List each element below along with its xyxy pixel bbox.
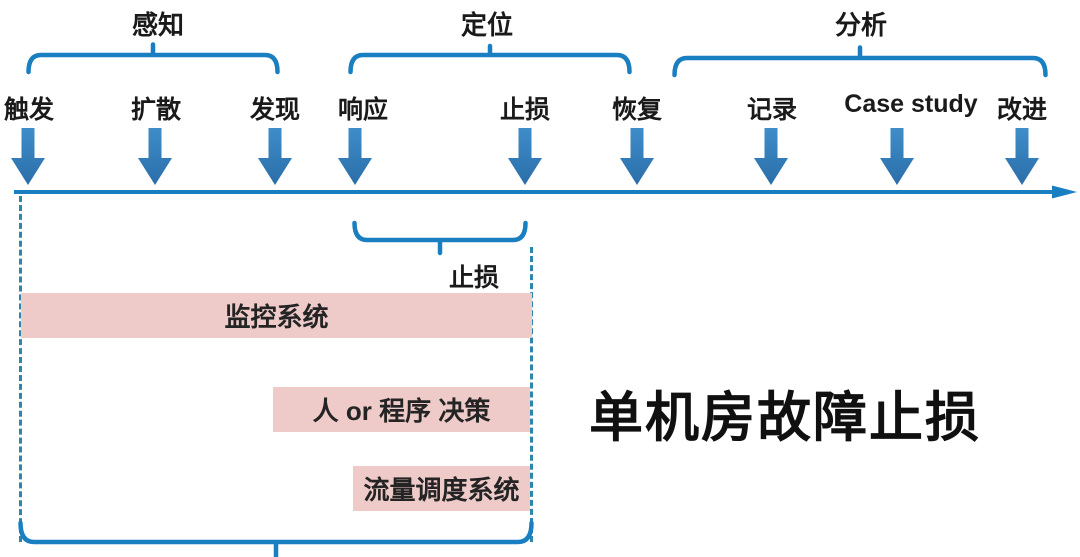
dashed-boundary-right bbox=[530, 247, 533, 542]
stage-label-response: 响应 bbox=[337, 96, 389, 124]
underbrace-bottom-scope bbox=[18, 520, 534, 557]
down-arrow-icon-improve bbox=[1005, 128, 1039, 185]
timeline-axis bbox=[14, 185, 1077, 199]
down-arrow-icon-case-study bbox=[880, 128, 914, 185]
overbrace-analysis bbox=[672, 45, 1048, 78]
down-arrow-icon-stoploss bbox=[508, 128, 542, 185]
bar-human-or-program-decision: 人 or 程序 决策 bbox=[273, 387, 530, 432]
bar-monitoring-system: 监控系统 bbox=[21, 293, 532, 338]
overbrace-localization bbox=[348, 43, 632, 75]
phase-label-analysis: 分析 bbox=[834, 10, 888, 40]
bar-traffic-scheduling-system: 流量调度系统 bbox=[353, 466, 530, 511]
stage-label-case-study: Case study bbox=[844, 90, 978, 118]
stage-label-recovery: 恢复 bbox=[611, 96, 663, 124]
stage-label-record: 记录 bbox=[746, 96, 798, 124]
stage-label-discovery: 发现 bbox=[249, 96, 301, 124]
stage-label-trigger: 触发 bbox=[3, 96, 55, 124]
down-arrow-icon-discovery bbox=[258, 128, 292, 185]
phase-label-localization: 定位 bbox=[460, 10, 514, 40]
dashed-boundary-left bbox=[19, 196, 22, 542]
stage-label-spread: 扩散 bbox=[130, 96, 182, 124]
phase-label-perception: 感知 bbox=[131, 10, 185, 40]
underbrace-stoploss bbox=[352, 220, 528, 256]
stage-label-improve: 改进 bbox=[996, 96, 1048, 124]
down-arrow-icon-spread bbox=[138, 128, 172, 185]
down-arrow-icon-response bbox=[338, 128, 372, 185]
overbrace-perception bbox=[26, 42, 280, 75]
down-arrow-icon-trigger bbox=[11, 128, 45, 185]
page-title: 单机房故障止损 bbox=[589, 388, 981, 448]
down-arrow-icon-record bbox=[754, 128, 788, 185]
stoploss-bracket-label: 止损 bbox=[448, 264, 500, 292]
stage-label-stoploss: 止损 bbox=[499, 96, 551, 124]
down-arrow-icon-recovery bbox=[620, 128, 654, 185]
